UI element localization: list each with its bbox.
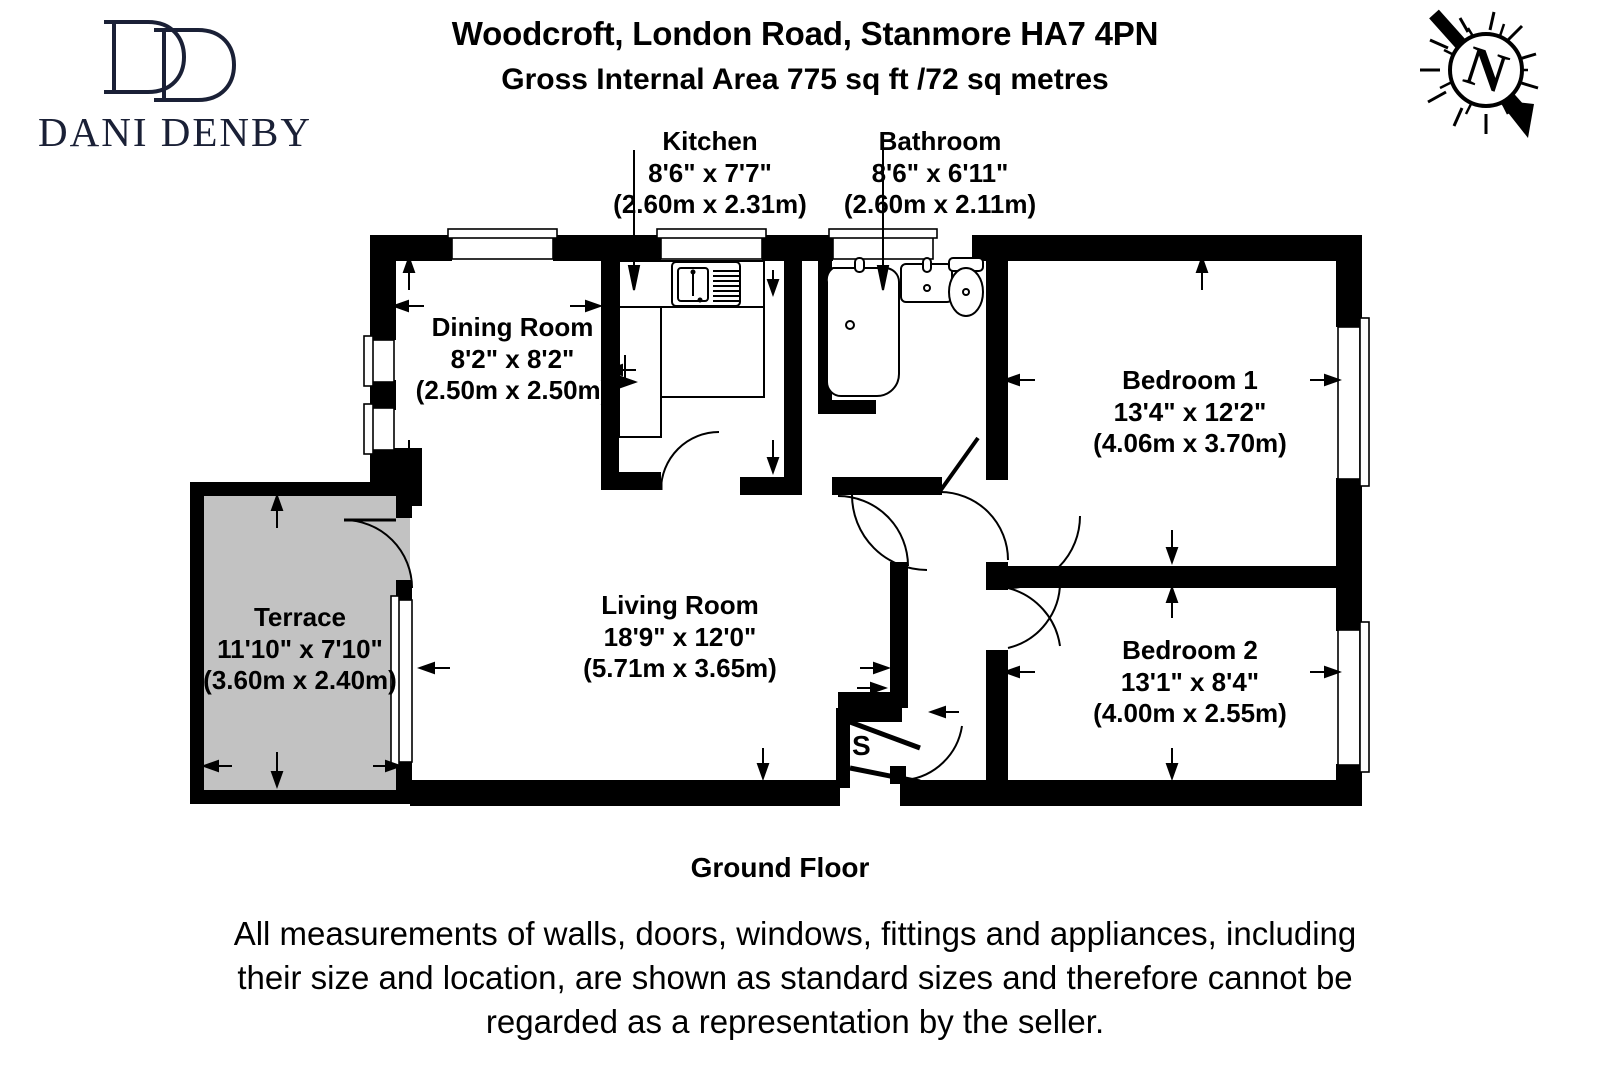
compass-rose-icon: N	[1390, 4, 1590, 154]
room-name: Dining Room	[431, 312, 594, 342]
dd-monogram-icon	[90, 8, 260, 104]
room-label-terrace: Terrace 11'10" x 7'10" (3.60m x 2.40m)	[185, 602, 415, 697]
plan-gross-internal-area: Gross Internal Area 775 sq ft /72 sq met…	[501, 62, 1109, 96]
kitchen-sink-icon	[671, 261, 741, 307]
disclaimer-line-1: All measurements of walls, doors, window…	[233, 915, 1357, 952]
room-dims-metric: (2.60m x 2.11m)	[843, 189, 1037, 220]
room-label-bedroom-2: Bedroom 2 13'1" x 8'4" (4.00m x 2.55m)	[1040, 635, 1340, 730]
kitchen-fittings	[618, 260, 765, 438]
bathroom-sink-icon	[900, 257, 953, 303]
disclaimer-line-2: their size and location, are shown as st…	[237, 958, 1353, 996]
room-dims-metric: (2.50m x 2.50m)	[415, 375, 610, 406]
room-label-bedroom-1: Bedroom 1 13'4" x 12'2" (4.06m x 3.70m)	[1040, 365, 1340, 460]
room-name: Living Room	[601, 590, 759, 620]
storage-cupboard-label: S	[852, 730, 871, 761]
room-label-bathroom: Bathroom 8'6" x 6'11" (2.60m x 2.11m)	[820, 126, 1060, 221]
room-dims-imperial: 13'4" x 12'2"	[1113, 396, 1267, 427]
room-name: Bedroom 2	[1122, 635, 1258, 665]
room-label-kitchen: Kitchen 8'6" x 7'7" (2.60m x 2.31m)	[590, 126, 830, 221]
room-label-living-room: Living Room 18'9" x 12'0" (5.71m x 3.65m…	[535, 590, 825, 685]
disclaimer-line-3: regarded as a representation by the sell…	[485, 1002, 1105, 1040]
room-dims-metric: (4.00m x 2.55m)	[1093, 698, 1287, 729]
room-name: Bathroom	[878, 126, 1002, 156]
plan-address: Woodcroft, London Road, Stanmore HA7 4PN	[451, 15, 1159, 52]
bathroom-toilet-icon	[948, 257, 984, 317]
room-dims-imperial: 8'6" x 6'11"	[871, 157, 1009, 188]
room-dims-imperial: 11'10" x 7'10"	[217, 633, 383, 664]
kitchen-drainer-icon	[713, 270, 741, 302]
room-dims-imperial: 13'1" x 8'4"	[1120, 666, 1260, 697]
room-dims-metric: (4.06m x 3.70m)	[1093, 428, 1287, 459]
room-name: Terrace	[253, 602, 347, 632]
room-dims-metric: (5.71m x 3.65m)	[583, 653, 777, 684]
disclaimer-text: All measurements of walls, doors, window…	[150, 912, 1440, 1044]
bathroom-bath-icon	[825, 257, 900, 397]
room-dims-metric: (3.60m x 2.40m)	[203, 665, 397, 696]
brand-logo: DANI DENBY	[0, 8, 350, 168]
room-label-dining-room: Dining Room 8'2" x 8'2" (2.50m x 2.50m)	[395, 312, 630, 407]
floor-caption: Ground Floor	[690, 852, 870, 883]
room-name: Kitchen	[662, 126, 758, 156]
room-dims-imperial: 8'6" x 7'7"	[648, 157, 772, 188]
title-block: Woodcroft, London Road, Stanmore HA7 4PN…	[355, 14, 1255, 98]
room-dims-imperial: 18'9" x 12'0"	[603, 621, 757, 652]
room-dims-metric: (2.60m x 2.31m)	[613, 189, 807, 220]
room-name: Bedroom 1	[1122, 365, 1258, 395]
brand-wordmark: DANI DENBY	[38, 109, 312, 155]
room-dims-imperial: 8'2" x 8'2"	[450, 343, 575, 374]
